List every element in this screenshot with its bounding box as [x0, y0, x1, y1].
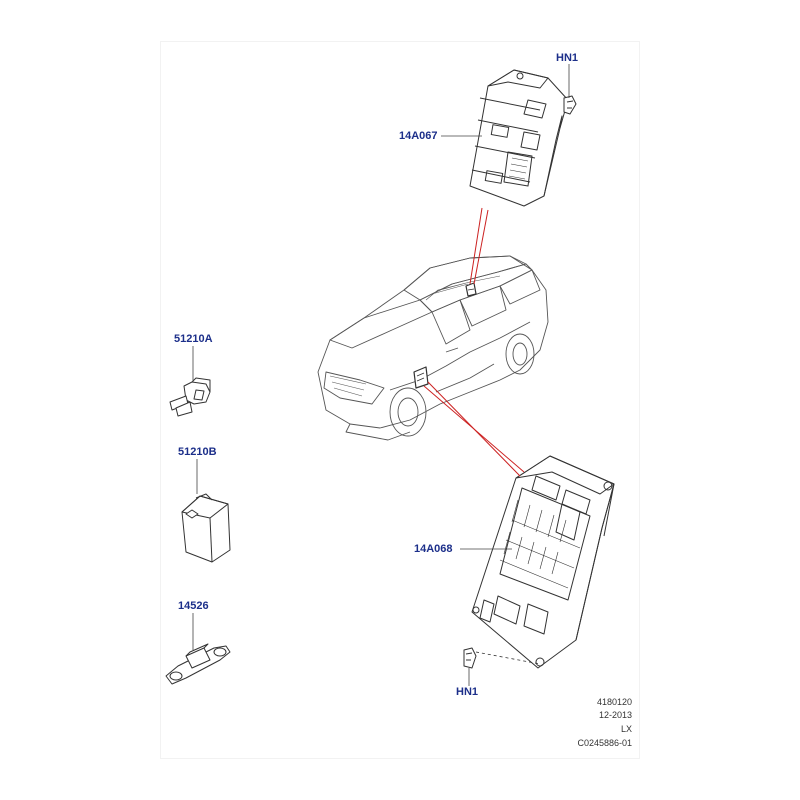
- location-marker-upper: [465, 282, 477, 297]
- vehicle-outline: [317, 255, 549, 441]
- callout-14a067[interactable]: 14A067: [399, 130, 438, 142]
- lower-fuse-box-module: [471, 455, 615, 669]
- callout-hn1-bottom[interactable]: HN1: [456, 686, 479, 698]
- fuse-51210a: [169, 377, 211, 417]
- fuse-51210b: [181, 493, 231, 563]
- reference-number: 4180120: [596, 697, 632, 707]
- hn1-clip-top: [563, 95, 577, 115]
- callout-51210b[interactable]: 51210B: [178, 446, 217, 458]
- callout-14526[interactable]: 14526: [178, 600, 209, 612]
- callout-51210a[interactable]: 51210A: [174, 333, 213, 345]
- hn1-clip-bottom: [463, 647, 541, 669]
- callout-14a068[interactable]: 14A068: [414, 543, 453, 555]
- leader-lines: [192, 64, 570, 686]
- reference-model: LX: [620, 724, 632, 734]
- callout-hn1-top[interactable]: HN1: [556, 52, 579, 64]
- fuse-strip-14526: [165, 643, 231, 685]
- location-lines: [423, 207, 525, 477]
- location-marker-lower: [413, 366, 429, 389]
- upper-fuse-box-module: [469, 69, 569, 207]
- reference-drawing-id: C0245886-01: [577, 738, 632, 748]
- reference-date: 12-2013: [598, 710, 632, 720]
